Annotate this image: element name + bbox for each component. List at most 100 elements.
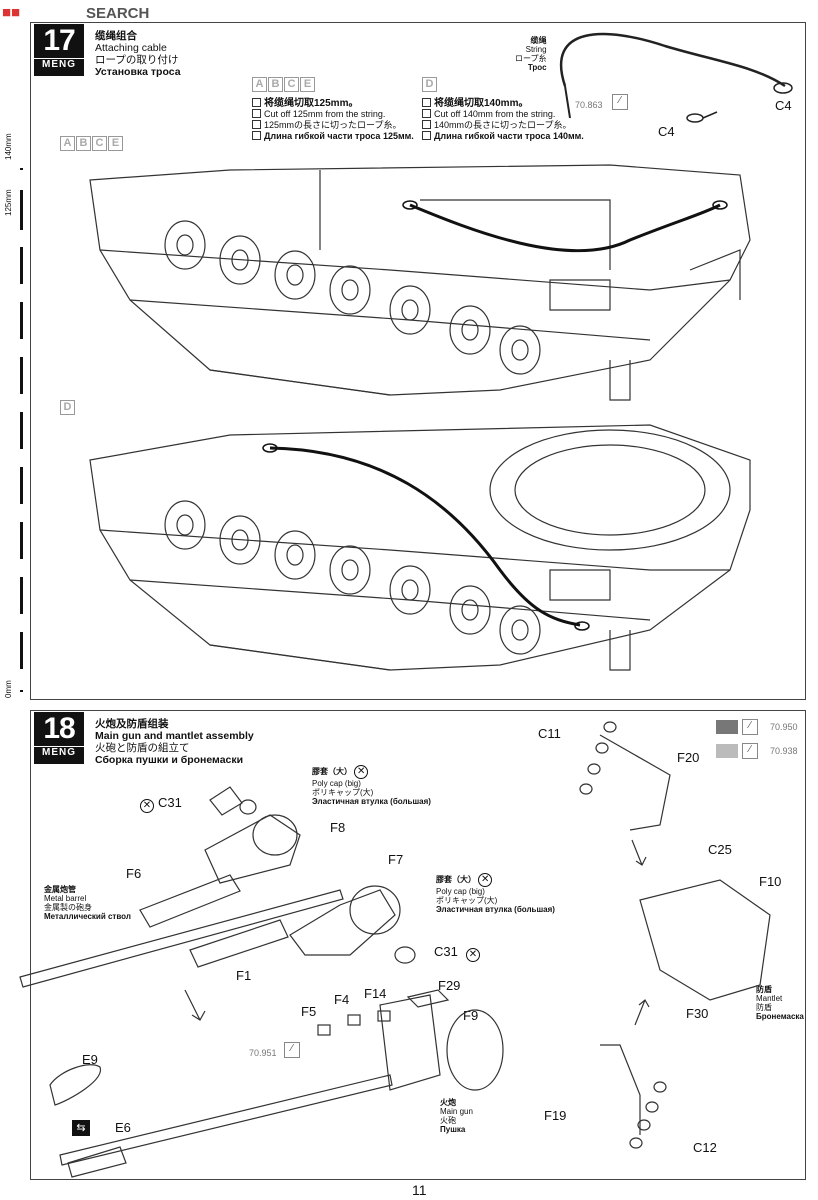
not-glued-icon: ✕ [354, 765, 369, 779]
step18-title-cn: 火炮及防盾组装 [95, 718, 169, 730]
variant-d-label: D [60, 397, 76, 415]
paint-code-2: 70.938 [770, 746, 798, 756]
step18-number: 18 [43, 712, 75, 745]
part-e6: E6 [115, 1120, 131, 1135]
part-f10: F10 [759, 874, 782, 889]
optional-step-icon: ⇆ [72, 1120, 90, 1136]
step17-title-en: Attaching cable [95, 42, 167, 54]
d-ru: Длина гибкой части троса 140мм. [434, 131, 584, 141]
ruler-label-0: 0mm [4, 680, 13, 698]
meng-logo: MENG [34, 746, 84, 758]
step18-title-jp: 火砲と防盾の組立て [95, 742, 190, 754]
step17-badge: 17 MENG [34, 24, 84, 76]
paint-brush-icon: ∕ [742, 743, 758, 759]
lang-ru-icon [422, 131, 431, 140]
polycap-label-1: 膠套（大） ✕ Poly cap (big) ポリキャップ(大) Эластич… [312, 765, 431, 806]
step17-title-cn: 缆绳组合 [95, 30, 137, 42]
string-legend: 缆绳 String ロープ糸 Трос [515, 36, 547, 72]
string-illustration [559, 32, 793, 123]
string-en: String [525, 45, 547, 54]
tank-hull-abce-illustration [89, 164, 751, 401]
paint-code-mid: 70.951 [249, 1048, 277, 1058]
abce-jp: 125mmの長さに切ったロープ糸。 [264, 120, 402, 130]
lang-jp-icon [422, 120, 431, 129]
letter-b: B [268, 77, 283, 92]
paint-brush-icon: ∕ [742, 719, 758, 735]
part-f29: F29 [438, 978, 461, 993]
paint-brush-icon: ∕ [284, 1042, 300, 1058]
part-c31-bottom: C31 [434, 944, 458, 959]
abce-en: Cut off 125mm from the string. [264, 109, 386, 119]
mantlet-label: 防盾 Mantlet 防盾 Бронемаска [756, 985, 804, 1021]
part-c11: C11 [538, 726, 561, 741]
page-number: 11 [412, 1182, 427, 1198]
abce-ru: Длина гибкой части троса 125мм. [264, 131, 414, 141]
part-f19: F19 [544, 1108, 567, 1123]
paint-code-1: 70.950 [770, 722, 798, 732]
lang-en-icon [252, 109, 261, 118]
letter-a: A [252, 77, 267, 92]
part-c4-right: C4 [775, 98, 792, 113]
paint-swatch-light [716, 744, 738, 758]
paint-swatch-dark [716, 720, 738, 734]
watermark-text: SEARCH [86, 5, 150, 22]
d-jp: 140mmの長さに切ったロープ糸。 [434, 120, 572, 130]
paint-code: 70.863 [575, 100, 603, 110]
step17-title-jp: ロープの取り付け [95, 54, 179, 66]
lang-jp-icon [252, 120, 261, 129]
watermark-logo-icon: ■■ [2, 4, 21, 21]
step18-title: 火炮及防盾组装 Main gun and mantlet assembly 火砲… [95, 718, 254, 766]
part-c12: C12 [693, 1140, 717, 1155]
main-gun-label: 火炮 Main gun 火砲 Пушка [440, 1098, 473, 1134]
part-f5: F5 [301, 1004, 317, 1019]
step18-badge: 18 MENG [34, 712, 84, 764]
not-glued-icon: ✕ [466, 946, 480, 964]
part-f4: F4 [334, 992, 350, 1007]
part-f6: F6 [126, 866, 142, 881]
paint-brush-icon: ∕ [612, 94, 628, 110]
tank-hull-d-illustration [89, 424, 751, 671]
lang-cn-icon [422, 98, 431, 107]
not-glued-icon: ✕ [140, 797, 154, 815]
part-f30: F30 [686, 1006, 709, 1021]
step17-panel [30, 22, 806, 700]
string-jp: ロープ糸 [515, 54, 547, 63]
part-e9: E9 [82, 1052, 98, 1067]
abce-cn: 将缆绳切取125mm。 [264, 98, 359, 109]
not-glued-icon: ✕ [478, 873, 493, 887]
part-c25: C25 [708, 842, 732, 857]
part-f14: F14 [364, 986, 387, 1001]
step18-panel [30, 710, 806, 1180]
step17-number: 17 [43, 24, 75, 57]
meng-logo: MENG [34, 58, 84, 70]
part-f7: F7 [388, 852, 404, 867]
ruler-label-125: 125mm [4, 189, 13, 216]
string-ru: Трос [527, 63, 547, 72]
ruler-label-140: 140mm [4, 133, 13, 160]
watermark: ■■ SEARCH [0, 4, 160, 24]
polycap-label-2: 膠套（大） ✕ Poly cap (big) ポリキャップ(大) Эластич… [436, 873, 555, 914]
part-f1: F1 [236, 968, 252, 983]
letter-c: C [284, 77, 299, 92]
letter-e: E [300, 77, 315, 92]
lang-en-icon [422, 109, 431, 118]
part-c31-top: C31 [158, 795, 182, 810]
gun-assembly-illustration [19, 721, 771, 1178]
part-c4-left: C4 [658, 124, 675, 139]
string-cn: 缆绳 [530, 36, 547, 45]
instruction-d: D 将缆绳切取140mm。 Cut off 140mm from the str… [422, 74, 584, 142]
lang-ru-icon [252, 131, 261, 140]
d-cn: 将缆绳切取140mm。 [434, 98, 529, 109]
step18-title-ru: Сборка пушки и бронемаски [95, 754, 244, 766]
letter-d: D [422, 77, 437, 92]
lang-cn-icon [252, 98, 261, 107]
part-f20: F20 [677, 750, 700, 765]
step18-title-en: Main gun and mantlet assembly [95, 730, 254, 742]
part-f8: F8 [330, 820, 346, 835]
metal-barrel-label: 金属炮管 Metal barrel 金属製の砲身 Металлический с… [44, 885, 131, 921]
step17-title: 缆绳组合 Attaching cable ロープの取り付け Установка … [95, 30, 181, 78]
step17-title-ru: Установка троса [95, 66, 181, 78]
